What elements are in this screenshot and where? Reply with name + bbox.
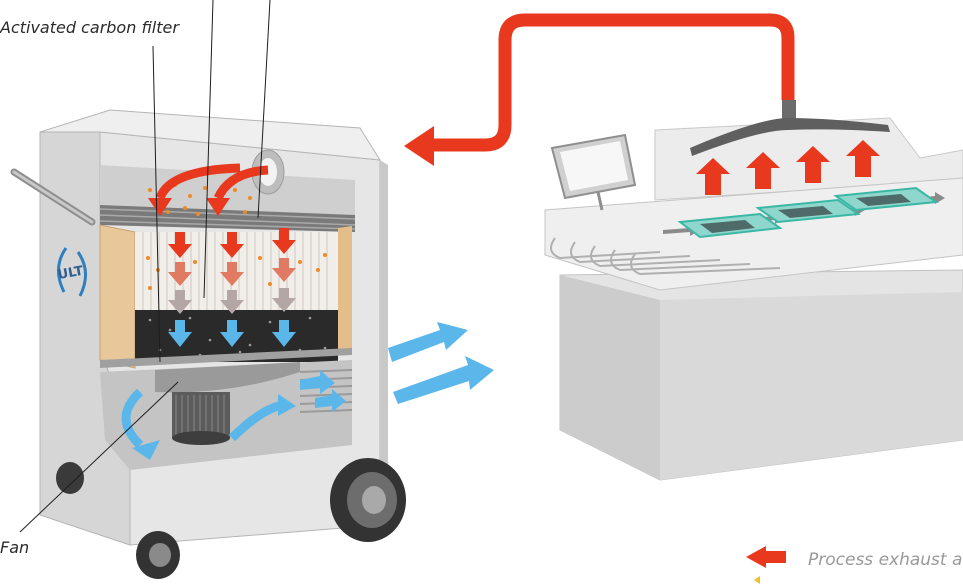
ult-logo-text: ULT [57,264,85,283]
monitor [550,133,637,211]
label-activated-carbon-filter: Activated carbon filter [0,18,179,37]
wood-panel-left [99,224,136,369]
leader-lines [19,0,271,533]
filter-unit: ULT [10,109,406,579]
clean-air-outflow-arrows [388,322,494,404]
conveyor-rollers [550,237,781,276]
exhaust-duct-arrow [430,13,795,152]
ult-logo: ULT [57,247,87,297]
extraction-hood [690,100,890,156]
legend-label-process-exhaust-air: Process exhaust air [808,550,963,570]
wood-panel-right [338,226,352,352]
circuit-boards [677,186,939,239]
arrows-faded-row [168,258,296,286]
fan-hood [155,362,300,393]
wheel-back [136,531,180,579]
arrows-red-row [168,228,296,258]
arrows-blue-row [168,320,296,347]
process-machine [544,100,963,481]
arrows-grey-row [168,288,296,314]
legend-swatch-process-exhaust-air [746,546,786,568]
wheel-front [330,458,406,542]
exhaust-capture-arrows [696,140,880,195]
label-fan: Fan [0,538,30,557]
wheel-left [56,462,84,494]
